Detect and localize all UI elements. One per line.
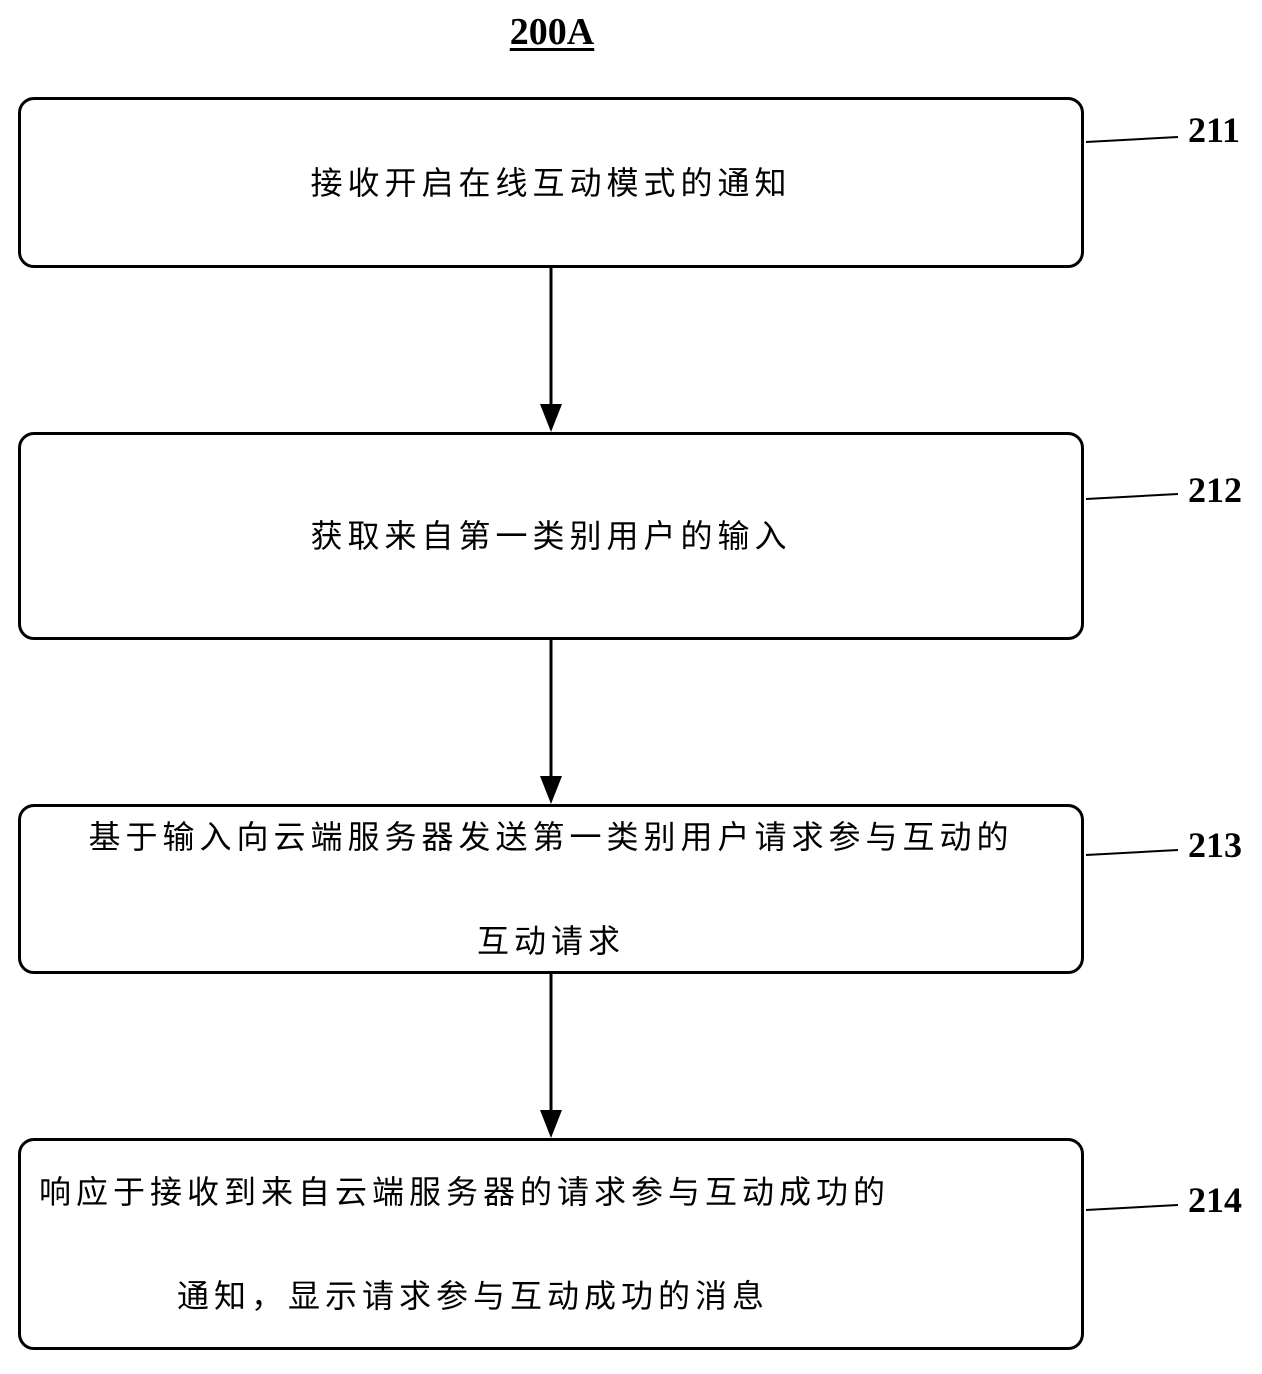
step-text-213: 基于输入向云端服务器发送第一类别用户请求参与互动的 互动请求: [88, 759, 1013, 1019]
step-box-211: 接收开启在线互动模式的通知: [18, 97, 1084, 268]
arrow-211-212: [540, 268, 562, 432]
step-box-214: 响应于接收到来自云端服务器的请求参与互动成功的 通知，显示请求参与互动成功的消息: [18, 1138, 1084, 1350]
step-text-214-line2: 通知，显示请求参与互动成功的消息: [177, 1277, 770, 1315]
leader-line-213: [1085, 849, 1179, 856]
ref-label-213: 213: [1188, 825, 1242, 865]
step-text-214: 响应于接收到来自云端服务器的请求参与互动成功的 通知，显示请求参与互动成功的消息: [21, 1114, 1081, 1374]
ref-label-212: 212: [1188, 470, 1242, 510]
arrow-213-214: [540, 974, 562, 1138]
step-text-212: 获取来自第一类别用户的输入: [310, 517, 792, 555]
step-text-213-line1: 基于输入向云端服务器发送第一类别用户请求参与互动的: [88, 818, 1014, 856]
step-text-213-line2: 互动请求: [476, 922, 625, 960]
leader-line-214: [1085, 1204, 1179, 1211]
step-box-212: 获取来自第一类别用户的输入: [18, 432, 1084, 640]
step-box-213: 基于输入向云端服务器发送第一类别用户请求参与互动的 互动请求: [18, 804, 1084, 974]
step-text-211: 接收开启在线互动模式的通知: [310, 163, 792, 202]
figure-title: 200A: [509, 11, 595, 53]
step-text-214-line1: 响应于接收到来自云端服务器的请求参与互动成功的: [39, 1173, 891, 1211]
ref-label-214: 214: [1188, 1180, 1242, 1220]
ref-label-211: 211: [1188, 110, 1241, 150]
leader-line-211: [1085, 136, 1179, 143]
leader-line-212: [1085, 493, 1179, 500]
arrow-212-213: [540, 640, 562, 804]
